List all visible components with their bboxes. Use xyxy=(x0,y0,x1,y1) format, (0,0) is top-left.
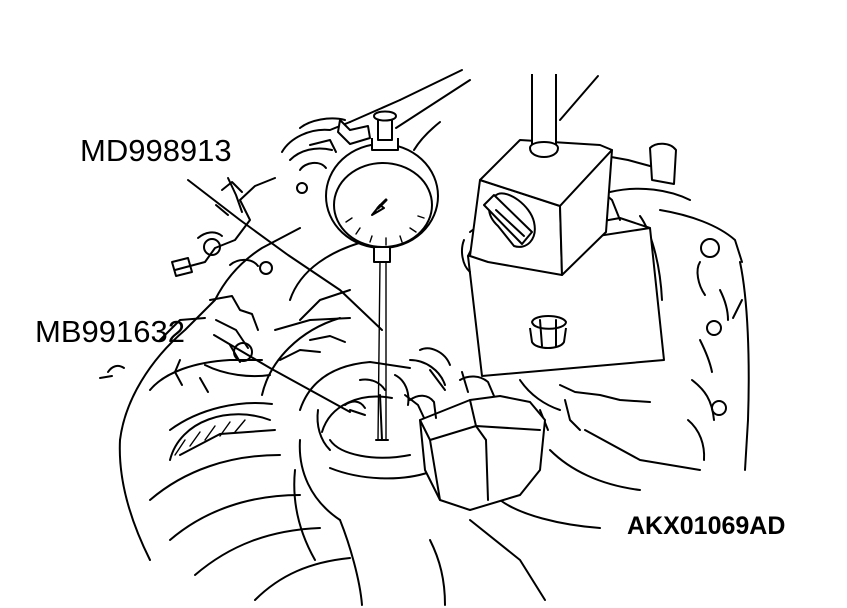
transmission-case xyxy=(99,117,351,601)
callout-label-mb991632: MB991632 xyxy=(35,314,185,349)
magnetic-holder xyxy=(469,74,613,276)
leader-lines xyxy=(187,179,383,413)
callout-label-md998913: MD998913 xyxy=(80,133,232,168)
support-bracket xyxy=(409,369,546,511)
dial-gauge xyxy=(325,110,439,441)
holder-arm xyxy=(349,69,599,151)
figure-code: AKX01069AD xyxy=(627,512,786,540)
